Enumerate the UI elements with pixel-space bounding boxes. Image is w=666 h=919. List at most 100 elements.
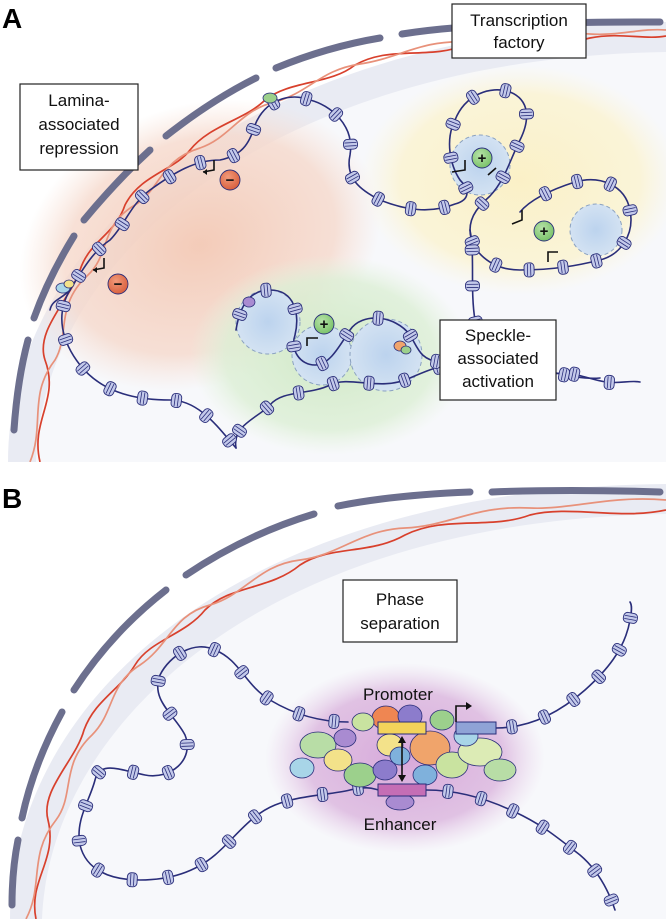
loop-arrowhead-up xyxy=(398,736,406,743)
nucleosome xyxy=(292,385,305,401)
nuclear-periphery-b xyxy=(10,484,666,919)
nucleosome xyxy=(622,611,638,624)
svg-text:activation: activation xyxy=(462,372,534,391)
activation-sign-1: + xyxy=(451,147,497,176)
panel-a: − − + + + Transcription xyxy=(8,3,666,462)
nucleosome xyxy=(489,257,503,273)
nucleosome xyxy=(442,783,454,799)
nucleosome xyxy=(55,299,71,313)
svg-text:repression: repression xyxy=(39,139,118,158)
svg-text:factory: factory xyxy=(493,33,545,52)
nucleosome xyxy=(259,400,275,416)
nucleosome xyxy=(443,151,459,164)
nucleosome xyxy=(114,217,130,232)
nucleosome xyxy=(465,89,480,105)
gene-body xyxy=(455,721,497,735)
activation-sign-2: + xyxy=(511,210,558,262)
svg-text:associated: associated xyxy=(457,349,538,368)
nucleosome xyxy=(315,355,329,372)
promoter-label: Promoter xyxy=(363,685,433,704)
nucleosome xyxy=(75,361,91,376)
label-transcription-factory: Transcription factory xyxy=(451,3,587,59)
nucleosome xyxy=(342,138,359,150)
nucleosome xyxy=(557,259,569,275)
nucleosome xyxy=(91,862,105,878)
nucleosome xyxy=(557,367,571,383)
nucleosome xyxy=(77,799,94,813)
nucleosome xyxy=(562,839,578,855)
enhancer-element xyxy=(377,783,427,797)
nucleosome xyxy=(126,764,140,780)
nucleosome xyxy=(465,280,480,292)
condensate-proteins xyxy=(289,704,517,788)
nucleosome xyxy=(591,669,607,685)
factory-zone xyxy=(360,65,666,295)
svg-text:−: − xyxy=(114,276,123,293)
nucleosome xyxy=(316,786,329,803)
nucleosome xyxy=(222,433,237,448)
nucleosome xyxy=(234,665,250,680)
nucleosome xyxy=(339,328,355,343)
factory-body-2 xyxy=(569,203,623,257)
nucleosome xyxy=(57,333,74,346)
label-lamina-repression: Lamina- associated repression xyxy=(19,83,139,171)
nucleosome xyxy=(344,170,361,185)
nucleosome xyxy=(506,803,520,819)
speckle-protein-1 xyxy=(242,296,256,308)
activation-sign-3: + xyxy=(306,313,335,346)
nucleosome xyxy=(162,706,178,721)
nucleosome xyxy=(495,170,511,184)
panel-b-letter: B xyxy=(2,483,22,514)
nucleosome xyxy=(150,674,166,687)
nucleosome xyxy=(363,375,375,391)
nucleosome xyxy=(162,869,175,885)
chromatin-fiber-b2 xyxy=(495,601,633,729)
nucleosome xyxy=(173,645,187,661)
nucleosome xyxy=(248,809,263,825)
nucleosome xyxy=(523,262,535,278)
nucleosome xyxy=(611,643,627,657)
nucleosome xyxy=(126,872,138,888)
nucleosome xyxy=(499,83,512,99)
nucleosome xyxy=(71,268,87,283)
label-speckle-activation: Speckle- associated activation xyxy=(439,319,557,401)
tss-arrow xyxy=(455,705,468,722)
nucleosome xyxy=(326,375,340,392)
nucleosome xyxy=(506,719,518,735)
svg-text:separation: separation xyxy=(360,614,439,633)
nucleosome xyxy=(538,186,553,202)
svg-text:associated: associated xyxy=(38,115,119,134)
nucleosome xyxy=(226,148,241,164)
nucleosome xyxy=(616,235,632,250)
nucleosome xyxy=(474,790,488,807)
nucleosome xyxy=(71,834,87,847)
nucleosome xyxy=(603,176,617,192)
nucleosome xyxy=(161,764,175,781)
nucleosome xyxy=(603,893,619,907)
nucleosome xyxy=(445,117,461,131)
svg-text:+: + xyxy=(320,316,329,333)
nucleosome xyxy=(292,706,306,722)
nucleosome xyxy=(570,173,584,190)
nucleosome xyxy=(287,302,303,316)
nucleosome xyxy=(232,308,248,321)
nucleosomes-b xyxy=(71,611,638,907)
nucleosome xyxy=(328,107,344,122)
nucleosome xyxy=(622,204,638,217)
nucleosome xyxy=(103,381,117,397)
promoter-element xyxy=(377,721,427,735)
enhancer-label: Enhancer xyxy=(364,815,437,834)
nucleosome xyxy=(458,181,474,195)
nucleosome xyxy=(179,739,195,751)
nucleosome xyxy=(509,139,525,153)
nucleosome xyxy=(260,282,272,298)
nucleosome xyxy=(404,201,417,217)
nucleosome xyxy=(286,340,302,353)
chromatin-fiber-b3 xyxy=(425,789,616,911)
nucleosome xyxy=(464,244,480,256)
nucleosome xyxy=(398,372,412,388)
svg-text:Phase: Phase xyxy=(376,590,424,609)
nucleosome xyxy=(232,423,247,438)
svg-text:+: + xyxy=(540,223,549,240)
